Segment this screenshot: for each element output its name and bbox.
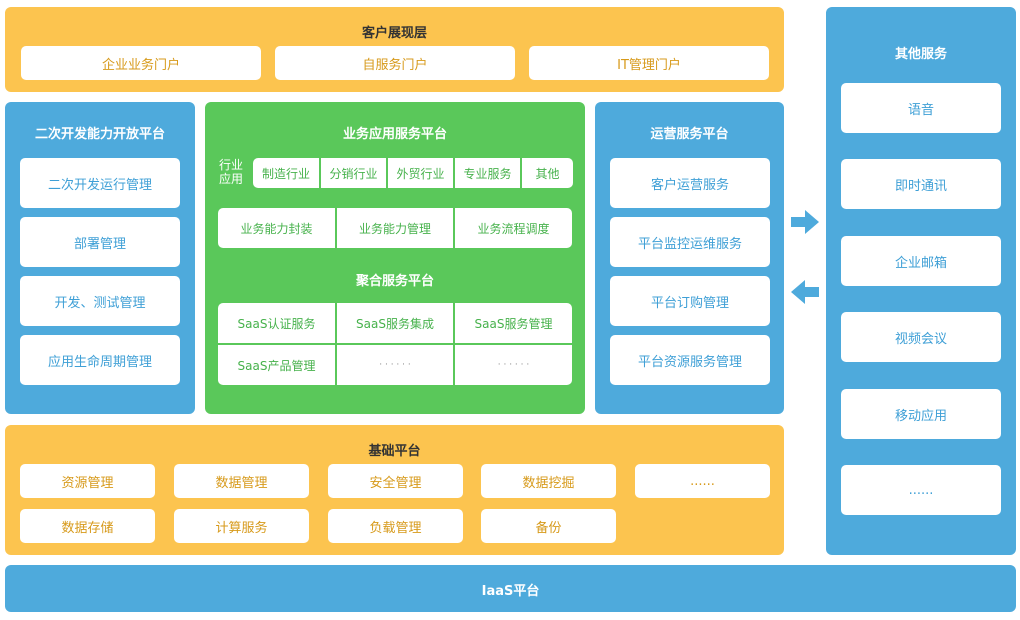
saas-auth-service: SaaS认证服务 xyxy=(218,303,335,343)
enterprise-email-box: 企业邮箱 xyxy=(841,236,1001,286)
arrow-right-icon xyxy=(791,210,819,234)
platform-resource-service-box: 平台资源服务管理 xyxy=(610,335,770,385)
industry-manufacturing: 制造行业 xyxy=(253,158,319,188)
capability-row: 业务能力封装 业务能力管理 业务流程调度 xyxy=(218,208,572,248)
ops-platform-title: 运营服务平台 xyxy=(650,127,729,142)
base-platform-title: 基础平台 xyxy=(368,444,421,459)
iaas-platform-panel: IaaS平台 xyxy=(5,565,1016,612)
industry-foreign-trade: 外贸行业 xyxy=(388,158,453,188)
dev-run-management-box: 二次开发运行管理 xyxy=(20,158,180,208)
iaas-platform-title: IaaS平台 xyxy=(481,584,540,599)
deploy-management-box: 部署管理 xyxy=(20,217,180,267)
saas-grid: SaaS认证服务 SaaS服务集成 SaaS服务管理 SaaS产品管理 · · … xyxy=(218,303,572,385)
app-lifecycle-management-box: 应用生命周期管理 xyxy=(20,335,180,385)
base-more-box: ...... xyxy=(635,464,770,498)
customer-layer-title: 客户展现层 xyxy=(361,26,427,41)
saas-more-1: · · · · · · xyxy=(337,345,453,385)
business-platform-title: 业务应用服务平台 xyxy=(342,127,447,142)
data-management-box: 数据管理 xyxy=(174,464,309,498)
compute-service-box: 计算服务 xyxy=(174,509,309,543)
it-management-portal-box: IT管理门户 xyxy=(529,46,769,80)
customer-layer-panel: 客户展现层 企业业务门户 自服务门户 IT管理门户 xyxy=(5,7,784,92)
platform-monitoring-box: 平台监控运维服务 xyxy=(610,217,770,267)
platform-subscription-box: 平台订购管理 xyxy=(610,276,770,326)
saas-more-2: · · · · · · xyxy=(455,345,572,385)
video-conference-box: 视频会议 xyxy=(841,312,1001,362)
enterprise-portal-box: 企业业务门户 xyxy=(21,46,261,80)
base-platform-panel: 基础平台 资源管理 数据管理 安全管理 数据挖掘 ...... 数据存储 计算服… xyxy=(5,425,784,555)
voice-service-box: 语音 xyxy=(841,83,1001,133)
capability-encapsulation: 业务能力封装 xyxy=(218,208,335,248)
mobile-app-box: 移动应用 xyxy=(841,389,1001,439)
capability-management: 业务能力管理 xyxy=(337,208,453,248)
ops-platform-panel: 运营服务平台 客户运营服务 平台监控运维服务 平台订购管理 平台资源服务管理 xyxy=(595,102,784,414)
industry-other: 其他 xyxy=(522,158,573,188)
self-service-portal-box: 自服务门户 xyxy=(275,46,515,80)
backup-box: 备份 xyxy=(481,509,616,543)
other-services-title: 其他服务 xyxy=(894,47,947,62)
customer-ops-service-box: 客户运营服务 xyxy=(610,158,770,208)
other-services-panel: 其他服务 语音 即时通讯 企业邮箱 视频会议 移动应用 ...... xyxy=(826,7,1016,555)
dev-test-management-box: 开发、测试管理 xyxy=(20,276,180,326)
data-mining-box: 数据挖掘 xyxy=(481,464,616,498)
load-management-box: 负载管理 xyxy=(328,509,463,543)
security-management-box: 安全管理 xyxy=(328,464,463,498)
saas-product-management: SaaS产品管理 xyxy=(218,345,335,385)
dev-platform-title: 二次开发能力开放平台 xyxy=(34,127,165,142)
industry-row: 制造行业 分销行业 外贸行业 专业服务 其他 xyxy=(253,158,573,188)
arrow-left-icon xyxy=(791,280,819,304)
industry-distribution: 分销行业 xyxy=(321,158,386,188)
dev-platform-panel: 二次开发能力开放平台 二次开发运行管理 部署管理 开发、测试管理 应用生命周期管… xyxy=(5,102,195,414)
other-services-more-box: ...... xyxy=(841,465,1001,515)
process-scheduling: 业务流程调度 xyxy=(455,208,572,248)
industry-label: 行业 应用 xyxy=(218,158,243,186)
business-platform-panel: 业务应用服务平台 行业 应用 制造行业 分销行业 外贸行业 专业服务 其他 业务… xyxy=(205,102,585,414)
saas-service-integration: SaaS服务集成 xyxy=(337,303,453,343)
industry-professional-services: 专业服务 xyxy=(455,158,520,188)
resource-management-box: 资源管理 xyxy=(20,464,155,498)
aggregate-platform-title: 聚合服务平台 xyxy=(355,274,434,289)
instant-messaging-box: 即时通讯 xyxy=(841,159,1001,209)
saas-service-management: SaaS服务管理 xyxy=(455,303,572,343)
data-storage-box: 数据存储 xyxy=(20,509,155,543)
